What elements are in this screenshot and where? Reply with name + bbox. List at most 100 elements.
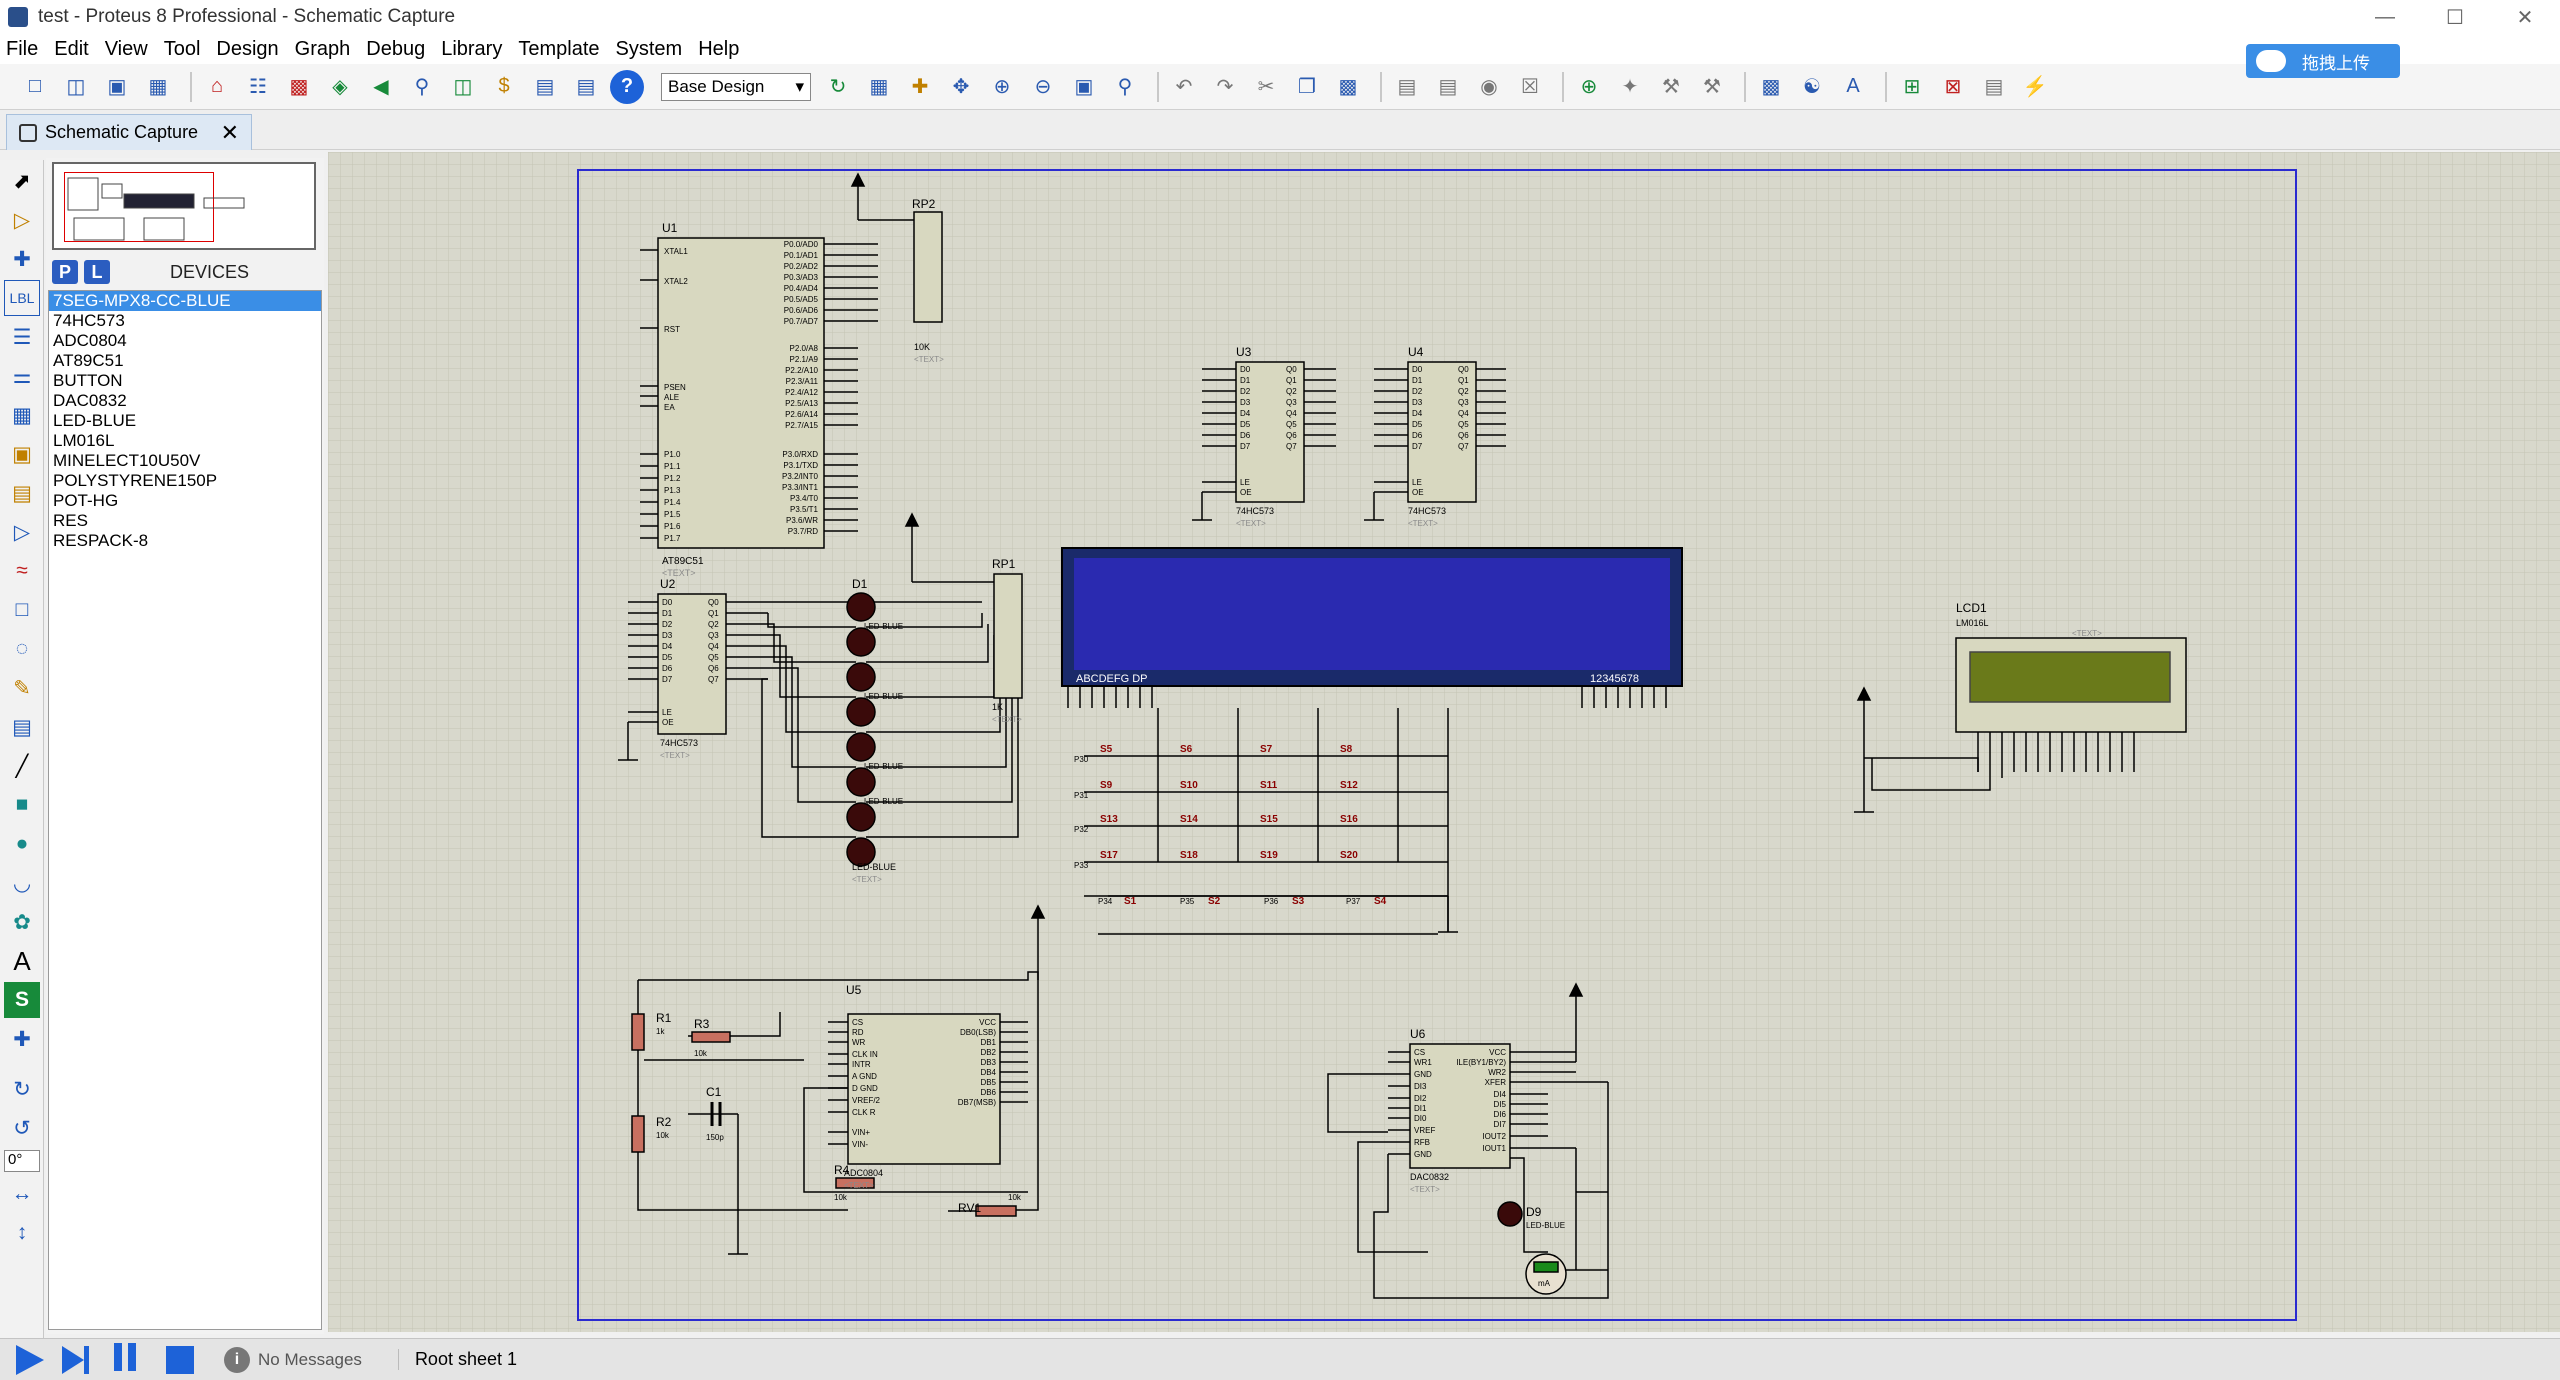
menu-design[interactable]: Design — [216, 37, 279, 60]
path-icon[interactable]: ✿ — [13, 910, 31, 934]
button-s20[interactable]: S20 — [1340, 850, 1358, 861]
pause-icon[interactable] — [114, 1342, 148, 1377]
d9-led[interactable] — [1497, 1201, 1523, 1227]
device-item[interactable]: POLYSTYRENE150P — [53, 471, 218, 490]
current-probe-icon[interactable]: ✎ — [13, 676, 31, 700]
source-code-icon[interactable]: ▤ — [535, 76, 555, 98]
lcd1-display[interactable] — [1854, 637, 2187, 813]
block-delete-icon[interactable]: ☒ — [1521, 76, 1539, 98]
search-tag-icon[interactable]: ☯ — [1803, 76, 1821, 98]
terminals-icon[interactable]: ▣ — [12, 442, 32, 466]
minimize-button[interactable]: — — [2375, 5, 2395, 28]
u3-latch[interactable] — [1192, 361, 1336, 521]
menu-help[interactable]: Help — [698, 37, 740, 60]
r3-resistor[interactable] — [691, 1031, 731, 1043]
button-s12[interactable]: S12 — [1340, 780, 1358, 791]
schematic-icon[interactable]: ☷ — [249, 76, 267, 98]
3d-viewer-icon[interactable]: ◀ — [373, 76, 389, 98]
keypad-matrix[interactable] — [1084, 708, 1458, 933]
rotation-angle-field[interactable]: 0° — [4, 1150, 40, 1172]
text-icon[interactable]: A — [13, 945, 31, 976]
u1-microcontroller[interactable] — [640, 237, 878, 549]
packaging-tool-icon[interactable]: ⚒ — [1662, 76, 1680, 98]
maximize-button[interactable]: ☐ — [2446, 6, 2464, 29]
menu-library[interactable]: Library — [441, 37, 503, 60]
d1-led-bar[interactable] — [846, 592, 876, 867]
zoom-out-icon[interactable]: ⊖ — [1034, 76, 1052, 98]
menu-graph[interactable]: Graph — [294, 37, 351, 60]
design-explorer-icon[interactable]: ⚲ — [414, 76, 430, 98]
menu-system[interactable]: System — [615, 37, 683, 60]
device-item[interactable]: 74HC573 — [53, 311, 125, 330]
tape-recorder-icon[interactable]: ≈ — [16, 559, 28, 582]
close-tab-icon[interactable]: ✕ — [220, 119, 239, 145]
device-item[interactable]: RESPACK-8 — [53, 531, 149, 550]
block-rotate-icon[interactable]: ◉ — [1480, 76, 1498, 98]
new-sheet-icon[interactable]: ⊞ — [1903, 76, 1921, 98]
r4-resistor[interactable] — [835, 1177, 875, 1189]
close-project-icon[interactable]: ▦ — [148, 76, 168, 98]
rotate-clockwise-icon[interactable]: ↻ — [13, 1077, 31, 1101]
button-s19[interactable]: S19 — [1260, 850, 1278, 861]
u6-dac[interactable] — [1327, 982, 1609, 1299]
r1-resistor[interactable] — [631, 1013, 645, 1051]
library-manager-button[interactable]: L — [84, 260, 110, 284]
voltage-probe-icon[interactable]: ◌ — [15, 637, 29, 660]
wire-autorouter-icon[interactable]: ▩ — [1761, 76, 1781, 98]
device-item[interactable]: ADC0804 — [53, 331, 127, 350]
line-icon[interactable]: ╱ — [15, 754, 29, 778]
decompose-icon[interactable]: ⚒ — [1703, 76, 1721, 98]
exit-to-parent-icon[interactable]: ▤ — [1984, 76, 2004, 98]
bom-icon[interactable]: ◫ — [453, 76, 473, 98]
ammeter[interactable] — [1525, 1253, 1567, 1295]
schematic-svg[interactable]: U1 AT89C51 <TEXT> XTAL1 XTAL2 RST PSEN A… — [328, 152, 2560, 1332]
schematic-canvas[interactable]: U1 AT89C51 <TEXT> XTAL1 XTAL2 RST PSEN A… — [328, 152, 2560, 1332]
menu-view[interactable]: View — [104, 37, 148, 60]
virtual-instruments-icon[interactable]: ▤ — [12, 715, 32, 739]
wire-label-icon[interactable]: LBL — [4, 280, 40, 316]
upload-button[interactable]: 拖拽上传 — [2246, 44, 2400, 78]
refresh-icon[interactable]: ↻ — [829, 76, 847, 98]
u4-latch[interactable] — [1364, 361, 1506, 521]
save-icon[interactable]: ▣ — [107, 76, 127, 98]
rp2-resistor-pack[interactable] — [850, 172, 943, 323]
remove-sheet-icon[interactable]: ⊠ — [1944, 76, 1962, 98]
menu-file[interactable]: File — [6, 37, 39, 60]
menu-template[interactable]: Template — [518, 37, 600, 60]
box-icon[interactable]: ■ — [15, 793, 29, 816]
grid-toggle-icon[interactable]: ▦ — [869, 76, 889, 98]
selection-mode-icon[interactable]: ⬈ — [13, 169, 31, 193]
copy-icon[interactable]: ❐ — [1298, 76, 1316, 98]
device-item[interactable]: LM016L — [53, 431, 115, 450]
zoom-in-icon[interactable]: ⊕ — [993, 76, 1011, 98]
button-s10[interactable]: S10 — [1180, 780, 1198, 791]
u5-adc[interactable] — [828, 1013, 1028, 1165]
origin-icon[interactable]: ✚ — [911, 76, 929, 98]
button-s4[interactable]: S4 — [1374, 896, 1387, 907]
tab-schematic-capture[interactable]: Schematic Capture ✕ — [6, 114, 252, 150]
symbol-icon[interactable]: S — [4, 982, 40, 1018]
button-s5[interactable]: S5 — [1100, 744, 1113, 755]
rv1-potentiometer[interactable] — [948, 1205, 1017, 1217]
design-variant-select[interactable]: Base Design▾ — [661, 72, 811, 101]
paste-icon[interactable]: ▩ — [1338, 76, 1358, 98]
overview-window[interactable] — [52, 162, 316, 250]
device-item[interactable]: RES — [53, 511, 88, 530]
open-folder-icon[interactable]: ◫ — [66, 76, 86, 98]
device-item[interactable]: LED-BLUE — [53, 411, 137, 430]
mirror-vertical-icon[interactable]: ↕ — [16, 1221, 28, 1244]
arc-icon[interactable]: ◡ — [12, 871, 32, 895]
button-s1[interactable]: S1 — [1124, 896, 1137, 907]
subcircuit-icon[interactable]: ▦ — [12, 403, 32, 427]
component-mode-icon[interactable]: ▷ — [13, 208, 31, 232]
generator-icon[interactable]: □ — [15, 598, 29, 621]
pan-icon[interactable]: ✥ — [952, 76, 970, 98]
button-s8[interactable]: S8 — [1340, 744, 1353, 755]
device-list[interactable]: 7SEG-MPX8-CC-BLUE 74HC573 ADC0804 AT89C5… — [48, 290, 322, 1330]
device-item[interactable]: BUTTON — [53, 371, 123, 390]
pick-devices-button[interactable]: P — [52, 260, 78, 284]
notes-icon[interactable]: ▤ — [576, 76, 596, 98]
buses-icon[interactable]: ⚌ — [12, 364, 32, 388]
cut-icon[interactable]: ✂ — [1257, 76, 1275, 98]
seven-segment-display[interactable] — [1061, 547, 1683, 708]
